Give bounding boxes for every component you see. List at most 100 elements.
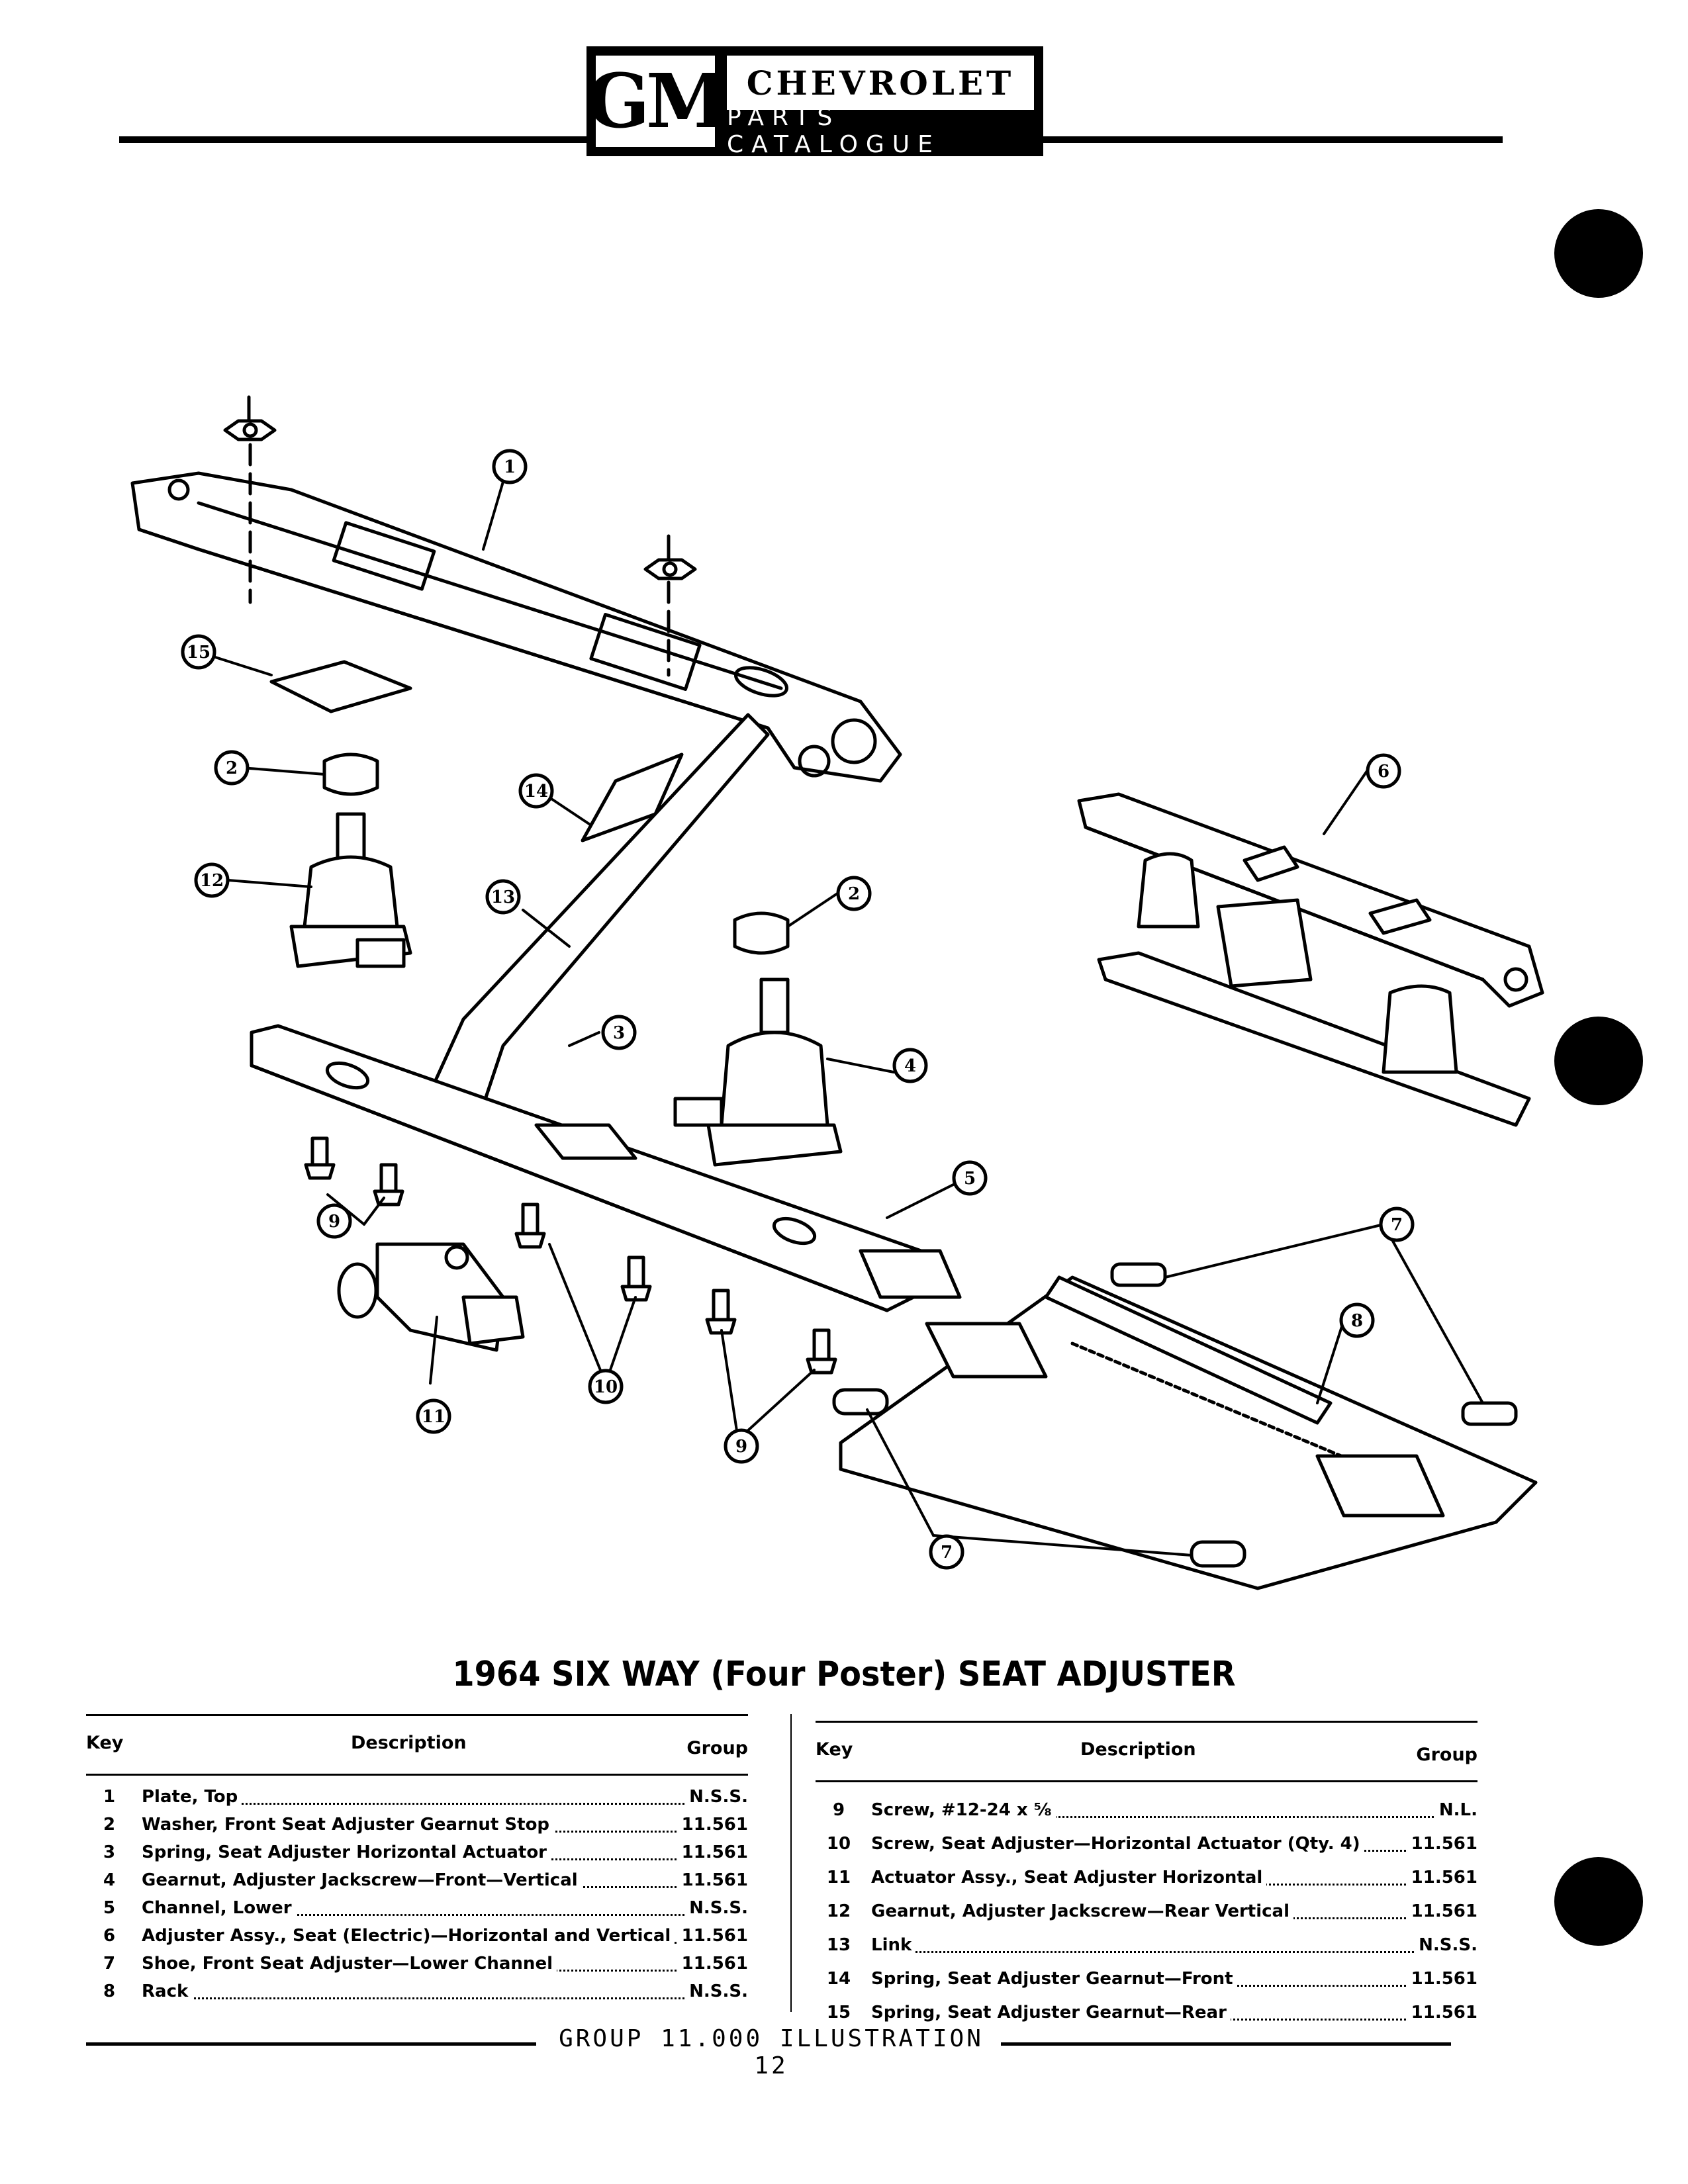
part-description: Spring, Seat Adjuster Gearnut—Front [871,1969,1237,1989]
callout-10: 10 [594,1377,618,1397]
part-description: Link [871,1935,916,1955]
header-group: Group [1416,1745,1477,1765]
part-key: 11 [826,1868,851,1888]
part-group: 11.561 [1407,1834,1477,1854]
figure-title: 1964 SIX WAY (Four Poster) SEAT ADJUSTER [452,1655,1236,1694]
header-description: Description [351,1733,467,1753]
part-description: Screw, Seat Adjuster—Horizontal Actuator… [871,1834,1364,1854]
footer-illustration-label: GROUP 11.000 ILLUSTRATION 12 [559,2025,984,2079]
part-description: Screw, #12-24 x ⅝ [871,1800,1056,1820]
part-description: Adjuster Assy., Seat (Electric)—Horizont… [142,1926,675,1946]
part-group: N.L. [1434,1800,1477,1820]
footer-rule-right [1001,2042,1451,2046]
gearnut-spring-rear-drawing [269,660,412,713]
table-rule-header [86,1774,748,1776]
part-key: 14 [826,1969,851,1989]
part-description: Spring, Seat Adjuster Gearnut—Rear [871,2003,1231,2023]
exploded-parts-diagram: 1 2 2 3 4 5 6 7 7 8 9 9 10 11 12 13 14 1… [130,395,1544,1590]
callout-7-top: 7 [1391,1215,1403,1235]
part-key: 12 [826,1901,851,1921]
part-group: N.S.S. [685,1981,748,2001]
part-description: Washer, Front Seat Adjuster Gearnut Stop [142,1815,554,1835]
table-row: 9 Screw, #12-24 x ⅝ N.L. [816,1800,1477,1827]
part-key: 2 [103,1815,116,1835]
header-logo-block: GM CHEVROLET PARTS CATALOGUE [586,46,1043,158]
table-row: 10 Screw, Seat Adjuster—Horizontal Actuat… [816,1834,1477,1860]
column-divider [790,1714,792,2012]
table-rule-top [86,1714,748,1716]
dot-leader [875,1951,1451,1953]
header-key: Key [816,1739,853,1760]
table-row: 14 Spring, Seat Adjuster Gearnut—Front 11.… [816,1969,1477,1995]
callout-7-bottom: 7 [941,1543,953,1563]
part-key: 8 [103,1981,116,2001]
part-group: 11.561 [677,1954,748,1974]
part-group: 11.561 [1407,1969,1477,1989]
part-key: 7 [103,1954,116,1974]
page-footer: GROUP 11.000 ILLUSTRATION 12 [0,2025,1688,2079]
callout-12: 12 [200,871,224,891]
part-description: Gearnut, Adjuster Jackscrew—Rear Vertica… [871,1901,1294,1921]
callout-6: 6 [1378,762,1389,782]
part-description: Plate, Top [142,1787,242,1807]
callout-9-right: 9 [735,1437,747,1457]
part-group: N.S.S. [685,1787,748,1807]
adjuster-assembly-inset-drawing [1077,792,1544,1127]
callout-14: 14 [524,782,548,801]
part-group: 11.561 [677,1870,748,1890]
callout-4: 4 [904,1056,916,1076]
part-key: 3 [103,1843,116,1862]
part-group: 11.561 [1407,1868,1477,1888]
table-row: 13 Link N.S.S. [816,1935,1477,1962]
table-row: 7 Shoe, Front Seat Adjuster—Lower Channel… [86,1954,748,1980]
dot-leader [146,1803,722,1805]
table-row: 12 Gearnut, Adjuster Jackscrew—Rear Verti… [816,1901,1477,1928]
table-row: 1 Plate, Top N.S.S. [86,1787,748,1813]
callout-1: 1 [504,457,516,477]
part-description: Rack [142,1981,193,2001]
header-key: Key [86,1733,124,1753]
callout-15: 15 [187,643,211,662]
front-gearnut-drawing [673,978,843,1167]
header-group: Group [686,1738,748,1758]
part-group: 11.561 [677,1843,748,1862]
header-description: Description [1080,1739,1196,1760]
horizontal-actuator-drawing [337,1242,525,1352]
table-rule-top [816,1721,1477,1723]
part-group: N.S.S. [1415,1935,1477,1955]
callout-circles [181,449,1415,1570]
nuts-drawing [223,395,697,677]
part-description: Shoe, Front Seat Adjuster—Lower Channel [142,1954,557,1974]
table-row: 11 Actuator Assy., Seat Adjuster Horizont… [816,1868,1477,1894]
top-plate-drawing [130,471,902,783]
dot-leader [875,1816,1451,1818]
callout-11: 11 [422,1407,445,1427]
part-key: 9 [832,1800,845,1820]
part-description: Actuator Assy., Seat Adjuster Horizontal [871,1868,1267,1888]
part-group: 11.561 [677,1926,748,1946]
part-description: Channel, Lower [142,1898,296,1918]
dot-leader [146,1914,722,1916]
dot-leader [146,1997,722,1999]
part-key: 13 [826,1935,851,1955]
binder-hole-bottom [1554,1857,1643,1946]
part-key: 15 [826,2003,851,2023]
washer-right-drawing [733,911,790,955]
part-key: 6 [103,1926,116,1946]
table-rule-header [816,1780,1477,1782]
washer-left-drawing [322,752,379,796]
part-key: 1 [103,1787,116,1807]
part-description: Spring, Seat Adjuster Horizontal Actuato… [142,1843,551,1862]
part-group: 11.561 [1407,1901,1477,1921]
brand-name: CHEVROLET [727,56,1034,110]
callout-8: 8 [1351,1311,1363,1331]
footer-rule-left [86,2042,536,2046]
gm-logo: GM [586,56,728,147]
table-row: 8 Rack N.S.S. [86,1981,748,2008]
part-key: 10 [826,1834,851,1854]
table-row: 3 Spring, Seat Adjuster Horizontal Actuat… [86,1843,748,1869]
callout-9-left: 9 [328,1212,340,1232]
screws-drawing [304,1136,837,1375]
